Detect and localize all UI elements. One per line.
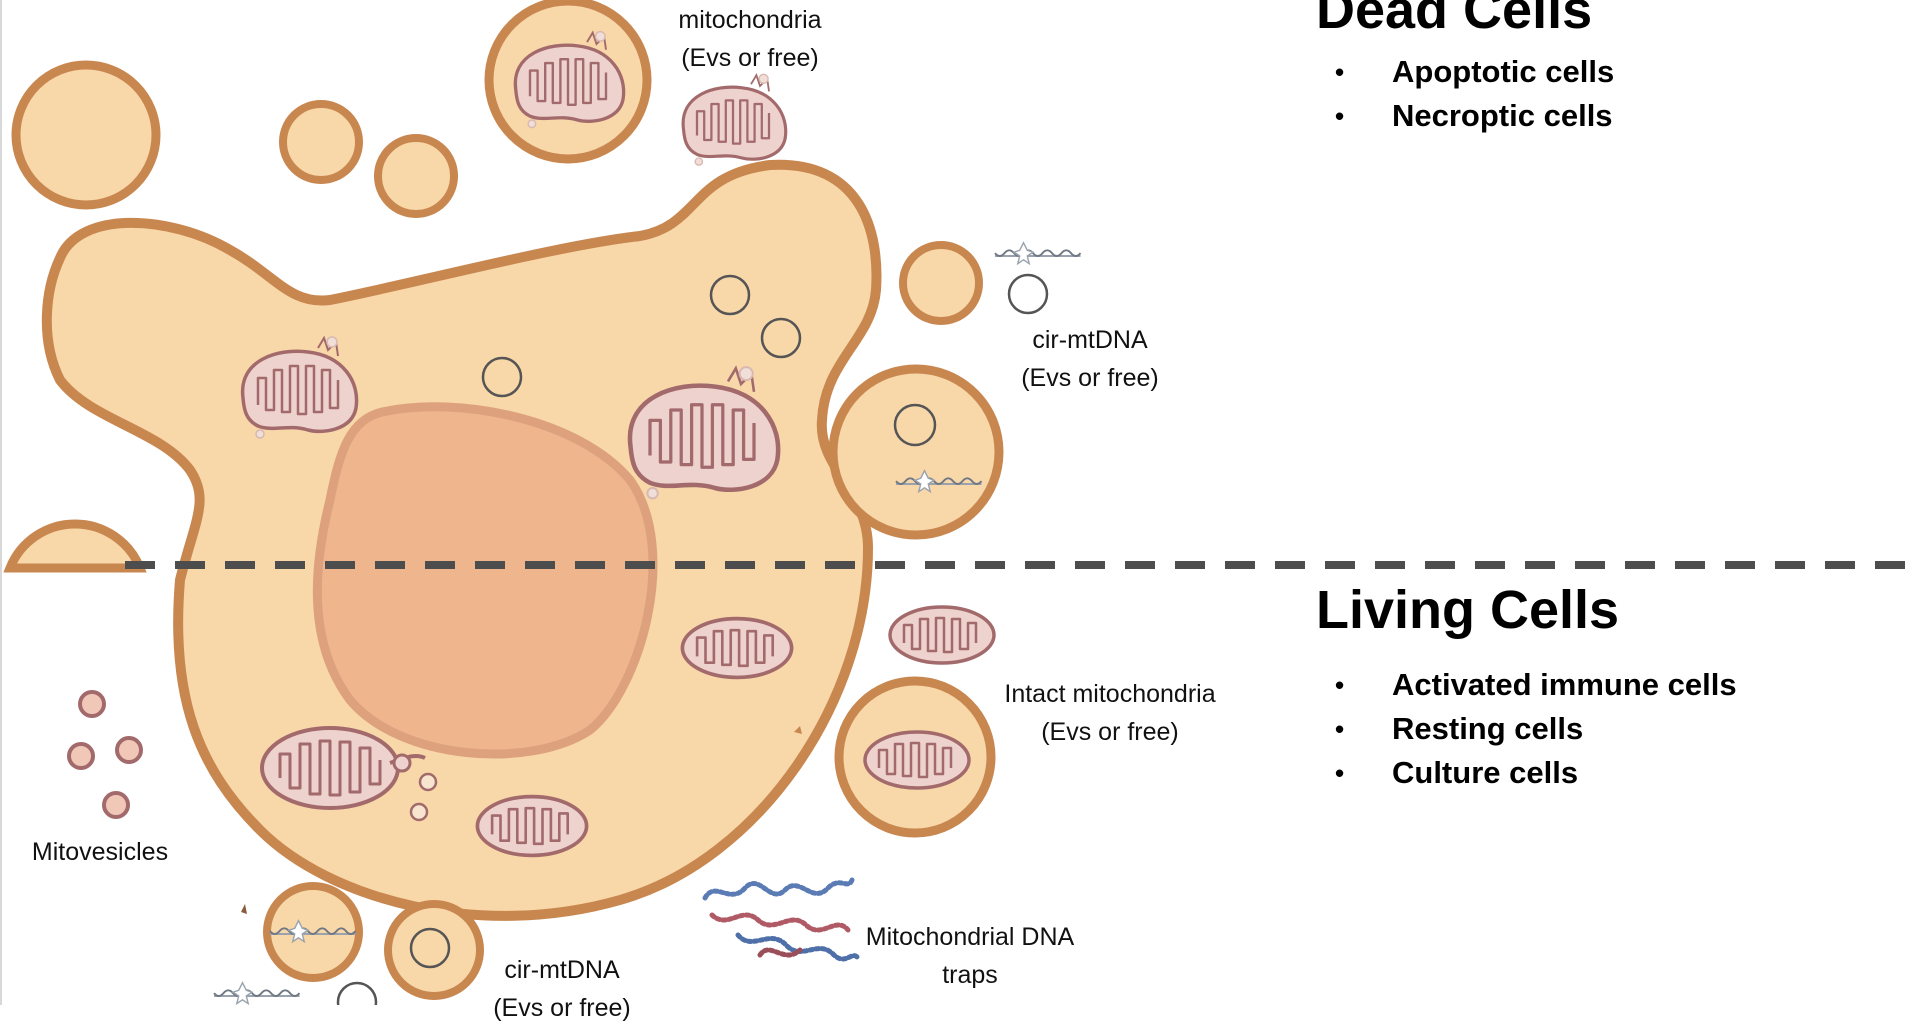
mitochondrial-dna-traps [702,877,861,962]
mitochondrial-dna-traps-label-line2: traps [942,961,998,989]
damaged-mitochondria-label: mitochondria (Evs or free) [620,1,880,77]
cir-mtdna-bottom-label-line2: (Evs or free) [493,994,631,1022]
cir-mtdna-top-label-line1: cir-mtDNA [1032,326,1148,354]
ev-with-damaged-mitochondria [484,0,788,167]
living-cells-item: Resting cells [1317,707,1737,751]
main-cell [41,159,882,921]
mitovesicles-label: Mitovesicles [31,838,169,866]
intact-mitochondria-group [794,605,996,838]
cir-mtdna-bottom-label-line1: cir-mtDNA [504,956,620,984]
damaged-mitochondria-label-line2: (Evs or free) [681,44,819,72]
mitochondrial-dna-traps-label: Mitochondrial DNA traps [835,918,1105,994]
dead-cells-item: Apoptotic cells [1317,50,1614,94]
living-cells-list: Activated immune cells Resting cells Cul… [1317,663,1737,795]
mitovesicles-group [67,690,143,819]
intact-mitochondria-label: Intact mitochondria (Evs or free) [975,675,1245,751]
figure-left-border [0,0,2,1005]
damaged-mitochondria-label-line1: mitochondria [678,6,822,34]
living-cells-heading: Living Cells [1316,580,1620,640]
mitochondrial-dna-traps-label-line1: Mitochondrial DNA [865,923,1075,951]
dead-cells-item: Necroptic cells [1317,94,1614,138]
extracellular-vesicles-top [3,60,983,573]
cir-mtdna-top-label-line2: (Evs or free) [1021,364,1159,392]
living-cells-item: Activated immune cells [1317,663,1737,707]
intact-mitochondria-label-line2: (Evs or free) [1041,718,1179,746]
living-cells-item: Culture cells [1317,751,1737,795]
cir-mtdna-top-label: cir-mtDNA (Evs or free) [990,321,1190,397]
cir-mtdna-top-group [828,241,1082,540]
intact-mitochondria-label-line1: Intact mitochondria [1004,680,1216,708]
mitochondria-release-diagram [3,0,1920,1005]
dead-cells-list: Apoptotic cells Necroptic cells [1317,50,1614,138]
cir-mtdna-bottom-label: cir-mtDNA (Evs or free) [462,951,662,1027]
cir-mtdna-bottom-group [213,882,484,1005]
dead-cells-heading: Dead Cells [1316,0,1593,40]
